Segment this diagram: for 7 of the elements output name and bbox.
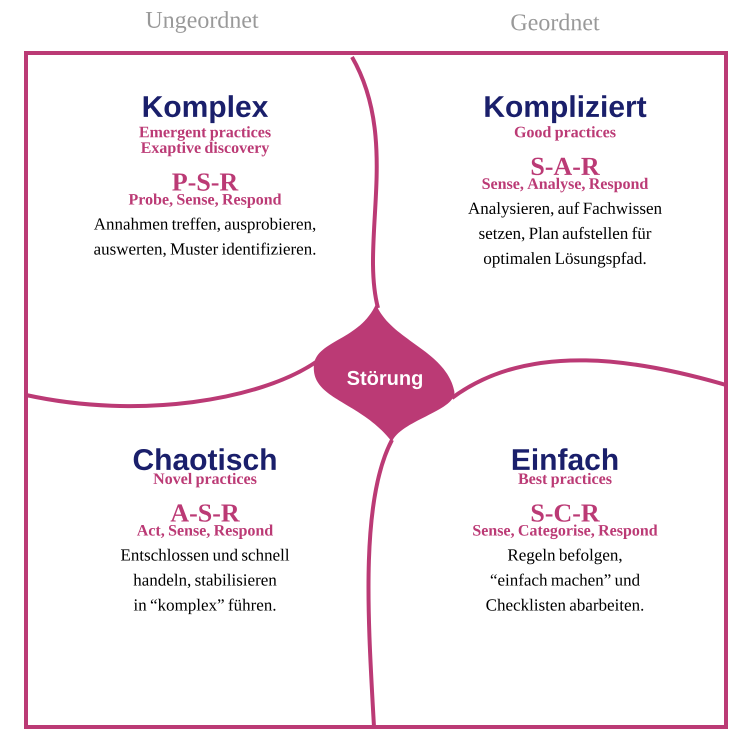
disorder-blob: Störung (314, 304, 454, 442)
domain-region: Chaotisch Novel practices A-S-R Act, Sense, Respond Entschlossen und schnell handeln, stabilisieren in “komplex” führen. (120, 448, 290, 614)
axis-heading: Ungeordnet (146, 11, 258, 33)
domain-region: Einfach Best practices S-C-R Sense, Categorise, Respond Regeln befolgen, “einfach machen” und Checklisten abarbeiten. (473, 448, 658, 611)
axis-heading: Geordnet (511, 14, 600, 30)
domain-region: Komplex Emergent practices Exaptive discovery P-S-R Probe, Sense, Respond Annahmen treffen, ausprobieren, auswerten, Muster identifizieren. (94, 95, 316, 258)
domain-region: Kompliziert Good practices S-A-R Sense, Analyse, Respond Analysieren, auf Fachwissen setzen, Plan aufstellen für optimalen Lösungspfad. (468, 95, 662, 268)
